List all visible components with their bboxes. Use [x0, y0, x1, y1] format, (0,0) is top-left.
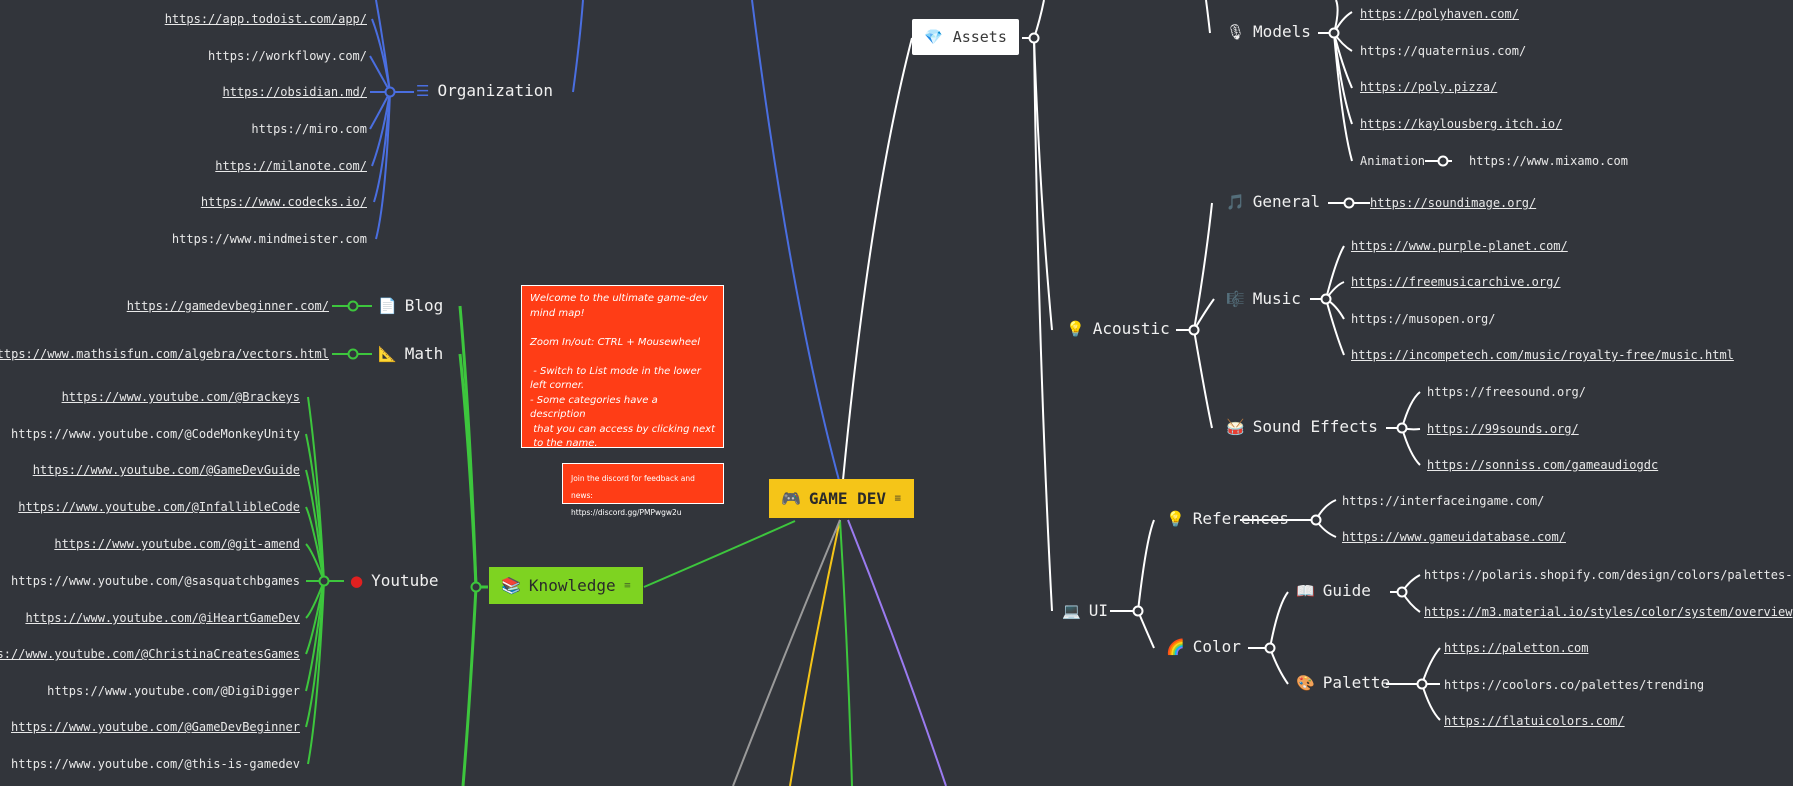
general-link[interactable]: https://soundimage.org/ — [1370, 196, 1537, 210]
youtube-link[interactable]: https://www.youtube.com/@GameDevBeginner — [11, 720, 300, 734]
topic-models-label: Models — [1253, 22, 1311, 41]
org-link-codecks[interactable]: https://www.codecks.io/ — [200, 195, 367, 209]
topic-ui[interactable]: 💻 UI — [1062, 601, 1108, 620]
drum-icon: 🥁 — [1226, 417, 1245, 436]
youtube-link[interactable]: https://www.youtube.com/@sasquatchbgames — [11, 574, 300, 588]
music-link[interactable]: https://www.purple-planet.com/ — [1351, 239, 1568, 253]
org-link-workflowy[interactable]: https://workflowy.com/ — [208, 49, 367, 63]
topic-knowledge-label: Knowledge — [528, 576, 616, 595]
sfx-link[interactable]: https://freesound.org/ — [1427, 385, 1586, 399]
topic-blog[interactable]: 📄 Blog — [378, 296, 443, 315]
math-link[interactable]: https://www.mathsisfun.com/algebra/vecto… — [0, 347, 329, 361]
topic-color-label: Color — [1192, 637, 1241, 656]
discord-note[interactable]: Join the discord for feedback and news: … — [562, 463, 724, 517]
topic-ui-label: UI — [1088, 601, 1108, 620]
animation-label[interactable]: Animation — [1360, 154, 1426, 168]
youtube-link[interactable]: https://www.youtube.com/@CodeMonkeyUnity — [11, 427, 300, 441]
topic-knowledge[interactable]: 📚 Knowledge ≡ — [489, 567, 644, 604]
org-link-milanote[interactable]: https://milanote.com/ — [215, 159, 367, 173]
org-link-mindmeister[interactable]: https://www.mindmeister.com — [171, 232, 367, 246]
models-link[interactable]: https://polyhaven.com/ — [1360, 7, 1519, 21]
music-link[interactable]: https://freemusicarchive.org/ — [1351, 275, 1561, 289]
music-icon: 🎼 — [1226, 289, 1245, 308]
gem-icon: 💎 — [924, 28, 943, 46]
references-link[interactable]: https://interfaceingame.com/ — [1342, 494, 1545, 508]
topic-palette-label: Palette — [1322, 673, 1391, 692]
palette-link[interactable]: https://flatuicolors.com/ — [1444, 714, 1625, 728]
guide-link[interactable]: https://polaris.shopify.com/design/color… — [1424, 568, 1793, 582]
topic-guide[interactable]: 📖 Guide — [1296, 581, 1371, 600]
youtube-link[interactable]: https://www.youtube.com/@InfallibleCode — [18, 500, 300, 514]
topic-blog-label: Blog — [404, 296, 444, 315]
blog-link[interactable]: https://gamedevbeginner.com/ — [126, 299, 329, 313]
topic-palette[interactable]: 🎨 Palette — [1296, 673, 1390, 692]
youtube-link[interactable]: https://www.youtube.com/@this-is-gamedev — [11, 757, 300, 771]
music-link[interactable]: https://musopen.org/ — [1351, 312, 1496, 326]
book-icon: 📖 — [1296, 581, 1315, 600]
central-node-label: GAME DEV — [808, 489, 886, 508]
central-node-game-dev[interactable]: 🎮 GAME DEV ≡ — [769, 479, 914, 518]
note-indicator-icon[interactable]: ≡ — [893, 493, 902, 504]
laptop-icon: 💻 — [1062, 601, 1081, 620]
models-link[interactable]: https://quaternius.com/ — [1360, 44, 1527, 58]
topic-organization-label: Organization — [437, 81, 554, 100]
org-link-obsidian[interactable]: https://obsidian.md/ — [222, 85, 368, 99]
lightbulb-icon: 💡 — [1166, 509, 1185, 528]
youtube-link[interactable]: ps://www.youtube.com/@ChristinaCreatesGa… — [0, 647, 300, 661]
note-indicator-icon[interactable]: ≡ — [623, 580, 632, 591]
red-circle-icon: ● — [350, 571, 364, 590]
topic-youtube-label: Youtube — [371, 571, 439, 590]
topic-color[interactable]: 🌈 Color — [1166, 637, 1241, 656]
youtube-link[interactable]: https://www.youtube.com/@GameDevGuide — [32, 463, 300, 477]
welcome-note[interactable]: Welcome to the ultimate game-dev mind ma… — [521, 285, 724, 449]
topic-references[interactable]: 💡 References — [1166, 509, 1289, 528]
models-link[interactable]: https://poly.pizza/ — [1360, 80, 1498, 94]
topic-general[interactable]: 🎵 General — [1226, 192, 1320, 211]
youtube-link[interactable]: https://www.youtube.com/@Brackeys — [61, 390, 300, 404]
note-icon: 🎵 — [1226, 192, 1245, 211]
youtube-link[interactable]: https://www.youtube.com/@iHeartGameDev — [25, 611, 300, 625]
topic-math[interactable]: 📐 Math — [378, 344, 443, 363]
palette-link[interactable]: https://coolors.co/palettes/trending — [1444, 678, 1705, 692]
guide-link[interactable]: https://m3.material.io/styles/color/syst… — [1424, 605, 1793, 619]
topic-assets-label: Assets — [952, 28, 1007, 46]
org-link-todoist[interactable]: https://app.todoist.com/app/ — [164, 12, 367, 26]
rainbow-icon: 🌈 — [1166, 637, 1185, 656]
org-link-miro[interactable]: https://miro.com — [251, 122, 367, 136]
topic-organization[interactable]: ☰ Organization — [416, 81, 553, 100]
palette-link[interactable]: https://paletton.com — [1444, 641, 1589, 655]
triangle-ruler-icon: 📐 — [378, 344, 397, 363]
sfx-link[interactable]: https://sonniss.com/gameaudiogdc — [1427, 458, 1659, 472]
topic-music[interactable]: 🎼 Music — [1226, 289, 1301, 308]
topic-acoustic[interactable]: 💡 Acoustic — [1066, 319, 1170, 338]
sfx-link[interactable]: https://99sounds.org/ — [1427, 422, 1579, 436]
models-link[interactable]: https://kaylousberg.itch.io/ — [1360, 117, 1563, 131]
palette-icon: 🎨 — [1296, 673, 1315, 692]
topic-youtube[interactable]: ● Youtube — [350, 571, 439, 590]
topic-models[interactable]: 🎙 Models — [1226, 22, 1311, 41]
topic-music-label: Music — [1252, 289, 1301, 308]
topic-math-label: Math — [404, 344, 444, 363]
topic-assets[interactable]: 💎 Assets — [912, 19, 1019, 55]
references-link[interactable]: https://www.gameuidatabase.com/ — [1342, 530, 1566, 544]
lightbulb-icon: 💡 — [1066, 319, 1085, 338]
topic-general-label: General — [1252, 192, 1321, 211]
page-icon: 📄 — [378, 296, 397, 315]
music-link[interactable]: https://incompetech.com/music/royalty-fr… — [1351, 348, 1734, 362]
animation-link[interactable]: https://www.mixamo.com — [1469, 154, 1628, 168]
list-icon: ☰ — [416, 81, 430, 100]
topic-acoustic-label: Acoustic — [1092, 319, 1170, 338]
topic-references-label: References — [1192, 509, 1290, 528]
microphone-icon: 🎙 — [1226, 22, 1246, 41]
topic-guide-label: Guide — [1322, 581, 1371, 600]
topic-sound-effects-label: Sound Effects — [1252, 417, 1378, 436]
youtube-link[interactable]: https://www.youtube.com/@git-amend — [54, 537, 300, 551]
topic-sound-effects[interactable]: 🥁 Sound Effects — [1226, 417, 1378, 436]
books-icon: 📚 — [501, 576, 521, 595]
gamepad-icon: 🎮 — [781, 489, 801, 508]
youtube-link[interactable]: https://www.youtube.com/@DigiDigger — [47, 684, 300, 698]
